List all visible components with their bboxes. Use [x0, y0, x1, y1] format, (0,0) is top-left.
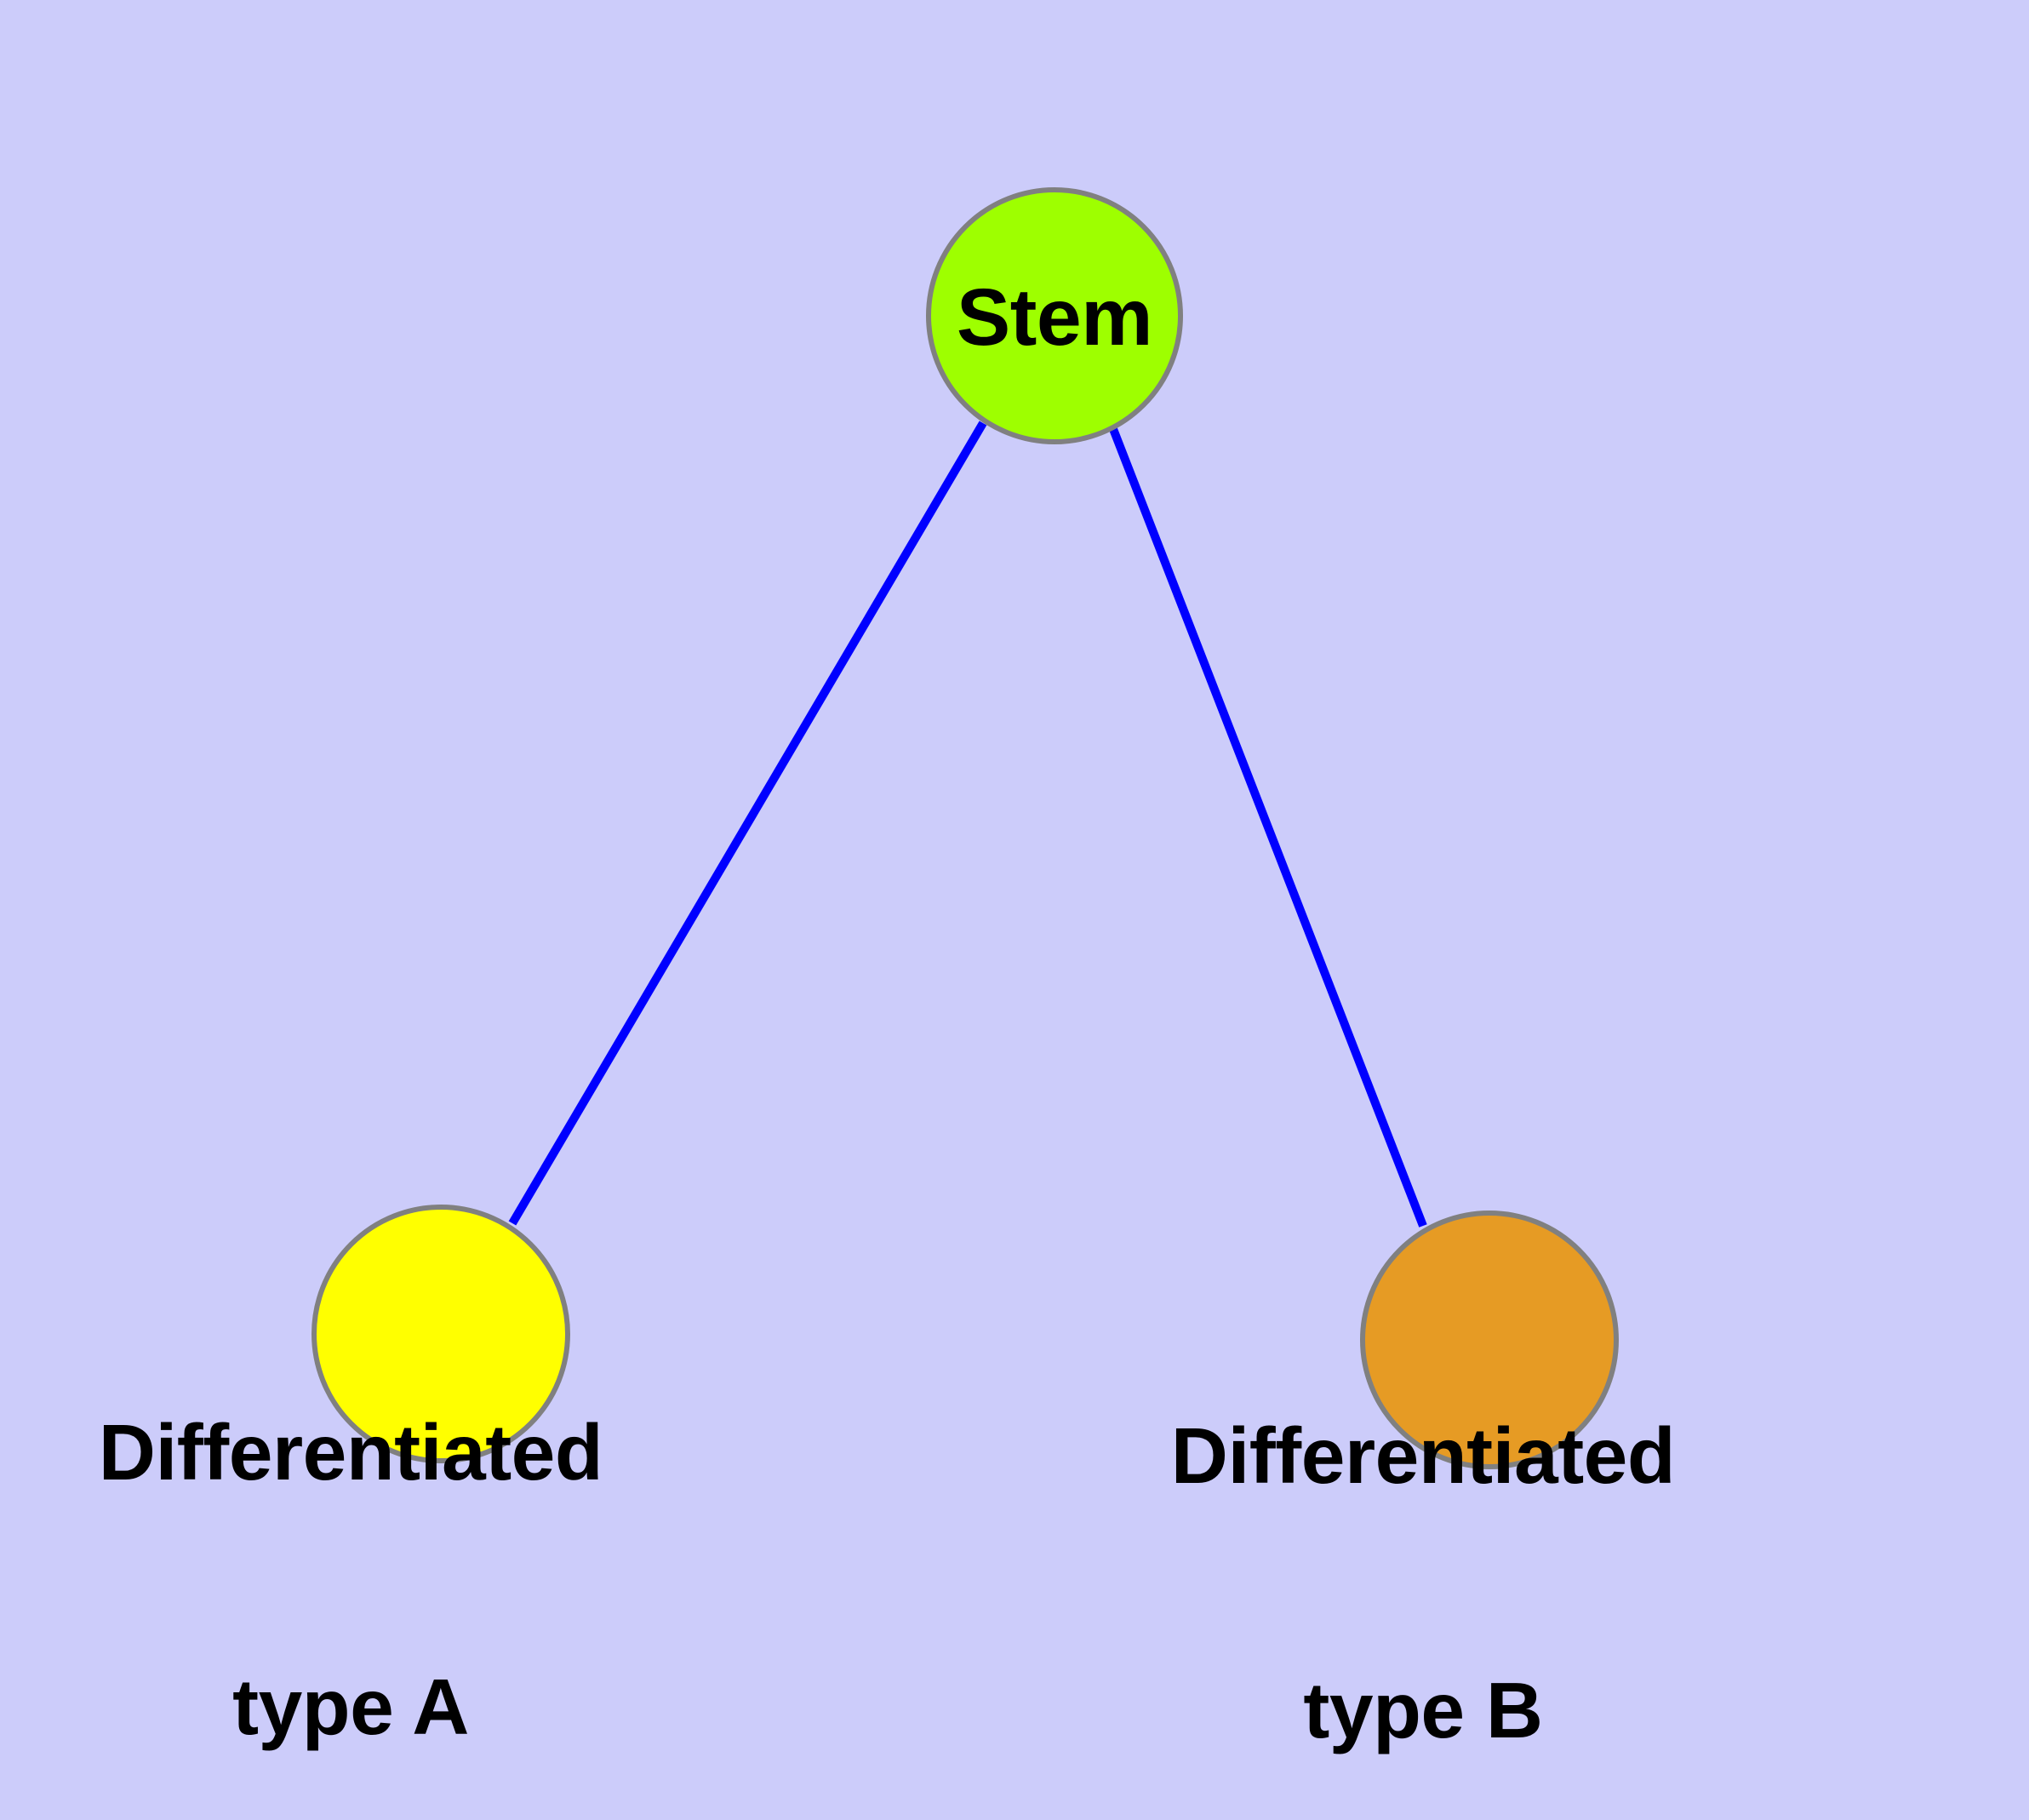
node-label-differentiated-type-b: Differentiated type B — [1168, 1245, 1678, 1820]
node-label-differentiated-type-a-line2: type A — [232, 1662, 469, 1751]
edge-stem-to-differentiated-b — [1109, 427, 1427, 1228]
node-differentiated-type-a[interactable] — [311, 1205, 570, 1463]
node-label-differentiated-type-a-line1: Differentiated — [98, 1408, 603, 1497]
node-label-differentiated-type-a: Differentiated type A — [95, 1241, 606, 1820]
node-differentiated-type-b[interactable] — [1360, 1210, 1619, 1469]
node-label-differentiated-type-b-line2: type B — [1303, 1665, 1543, 1754]
node-label-stem: Stem — [956, 272, 1153, 363]
node-label-differentiated-type-b-line1: Differentiated — [1170, 1411, 1676, 1500]
node-stem[interactable] — [926, 187, 1183, 444]
edge-stem-to-differentiated-a — [508, 421, 987, 1226]
